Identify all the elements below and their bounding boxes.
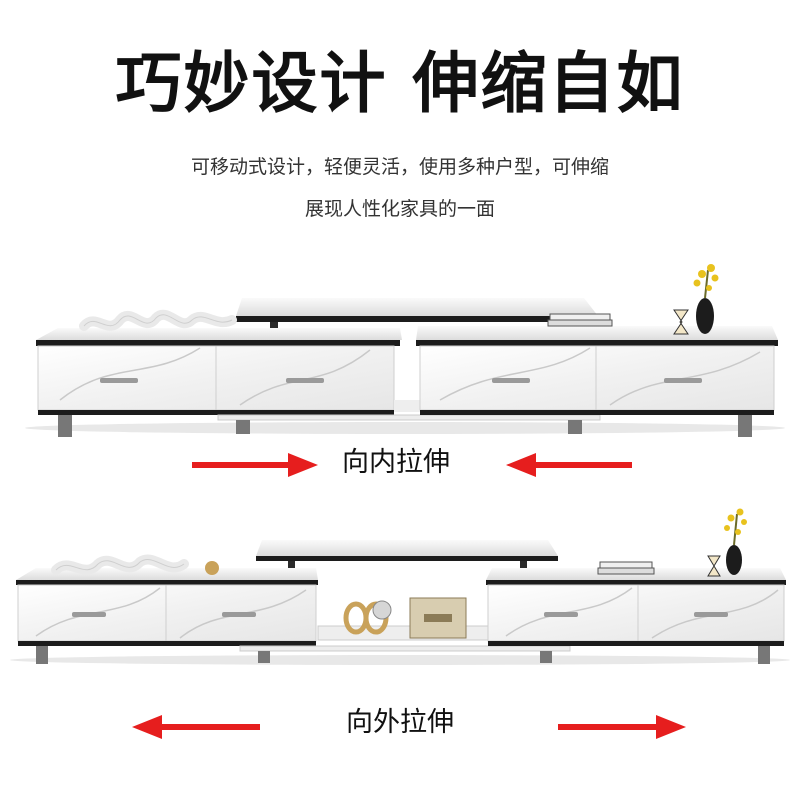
subtitle-line-1: 可移动式设计，轻便灵活，使用多种户型，可伸缩 <box>190 156 609 178</box>
tv-cabinet-extended-image <box>0 500 800 680</box>
arrow-left-icon <box>506 453 632 477</box>
arrow-right-icon <box>558 715 686 739</box>
page-title: 巧妙设计 伸缩自如 <box>115 45 685 122</box>
scene-retracted-label: 向内拉伸 <box>342 447 450 478</box>
arrow-left-icon <box>132 715 260 739</box>
arrow-right-icon <box>192 453 318 477</box>
subtitle-line-2: 展现人性化家具的一面 <box>304 198 495 220</box>
tv-cabinet-retracted-image <box>0 250 800 450</box>
scene-extended-label: 向外拉伸 <box>346 707 454 738</box>
